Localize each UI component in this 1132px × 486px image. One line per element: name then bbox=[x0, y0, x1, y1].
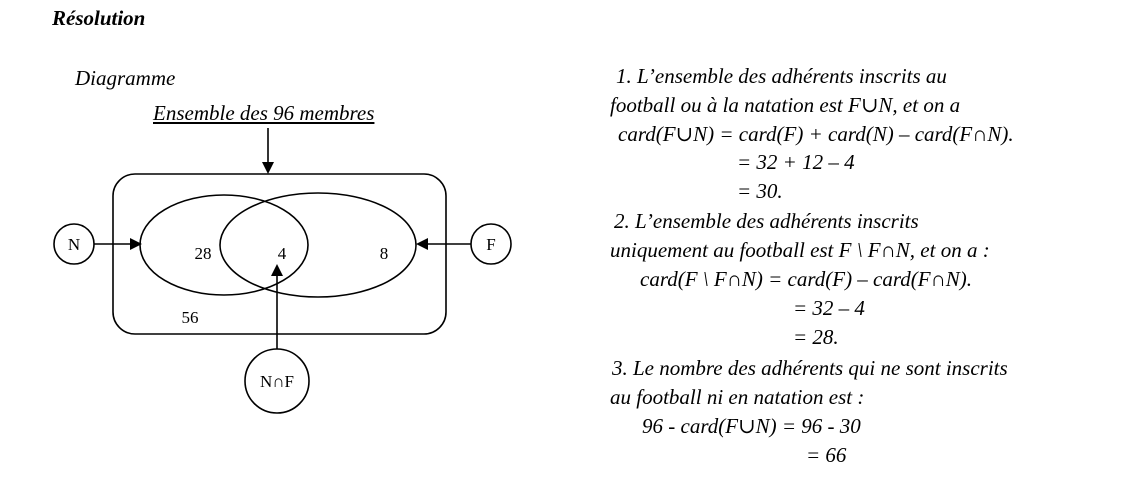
value-only-f: 8 bbox=[380, 244, 389, 263]
set-f-arrow-head bbox=[416, 238, 428, 250]
page-title: Résolution bbox=[52, 6, 146, 30]
q3-line-3: 96 - card(F∪N) = 96 - 30 bbox=[642, 414, 861, 438]
q1-line-1: 1. L’ensemble des adhérents inscrits au bbox=[616, 64, 947, 88]
q3-line-1: 3. Le nombre des adhérents qui ne sont i… bbox=[612, 356, 1008, 380]
set-n-label: N bbox=[68, 235, 80, 254]
q3-line-2: au football ni en natation est : bbox=[610, 385, 865, 409]
q1-line-3: card(F∪N) = card(F) + card(N) – card(F∩N… bbox=[618, 122, 1014, 146]
q2-line-3: card(F \ F∩N) = card(F) – card(F∩N). bbox=[640, 267, 973, 291]
set-f-ellipse bbox=[219, 192, 417, 298]
universe-arrow-head bbox=[262, 162, 274, 174]
q2-line-5: = 28. bbox=[793, 325, 839, 349]
value-only-n: 28 bbox=[195, 244, 212, 263]
diagram-label: Diagramme bbox=[75, 66, 176, 90]
intersection-arrow-head bbox=[271, 264, 283, 276]
set-n-arrow-head bbox=[130, 238, 142, 250]
value-outside: 56 bbox=[182, 308, 199, 327]
q1-line-4: = 32 + 12 – 4 bbox=[737, 150, 855, 174]
q2-line-2: uniquement au football est F \ F∩N, et o… bbox=[610, 238, 990, 262]
q1-line-5: = 30. bbox=[737, 179, 783, 203]
universe-box bbox=[112, 173, 447, 335]
set-f-label: F bbox=[486, 235, 495, 254]
universe-label: Ensemble des 96 membres bbox=[153, 101, 375, 125]
intersection-label: N∩F bbox=[260, 372, 294, 391]
q2-line-1: 2. L’ensemble des adhérents inscrits bbox=[614, 209, 919, 233]
q3-line-4: = 66 bbox=[806, 443, 847, 467]
q2-line-4: = 32 – 4 bbox=[793, 296, 865, 320]
q1-line-2: football ou à la natation est F∪N, et on… bbox=[610, 93, 961, 117]
value-intersection: 4 bbox=[278, 244, 287, 263]
